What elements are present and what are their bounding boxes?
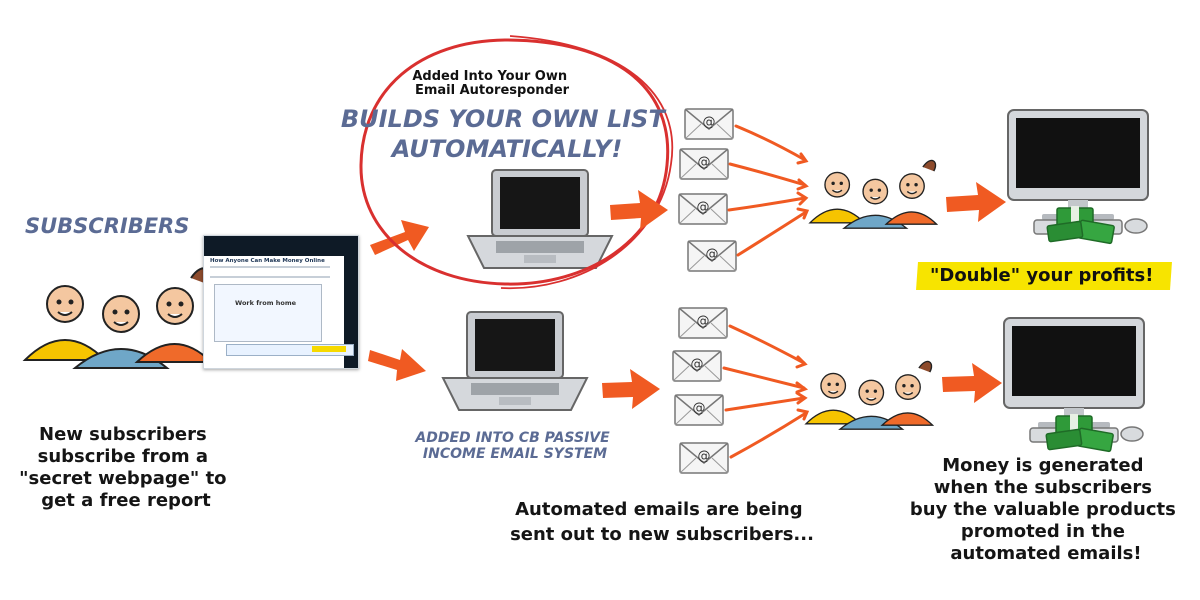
money-desc-line-3: buy the valuable products (910, 499, 1176, 520)
email-at-symbol: @ (691, 357, 704, 372)
subscribers-title: SUBSCRIBERS (25, 214, 189, 238)
emails-desc-line-1: Automated emails are being (515, 499, 802, 520)
webpage-video-preview: Work from home (214, 284, 322, 342)
money-desc-line-5: automated emails! (950, 543, 1141, 564)
emails-desc-line-2: sent out to new subscribers... (510, 524, 814, 545)
subscribers-desc-line-4: get a free report (41, 490, 211, 511)
email-envelope-top-2: @ (679, 148, 729, 180)
secret-webpage-thumbnail: How Anyone Can Make Money Online Work fr… (203, 235, 359, 369)
double-profits-text: "Double" your profits! (930, 265, 1154, 286)
autoresponder-line-1: Added Into Your Own (412, 69, 567, 84)
money-desc-line-1: Money is generated (942, 455, 1143, 476)
email-at-symbol: @ (703, 115, 716, 130)
money-desc-line-4: promoted in the (961, 521, 1125, 542)
cb-system-line-2: INCOME EMAIL SYSTEM (423, 446, 607, 462)
cb-system-line-1: ADDED INTO CB PASSIVE (414, 430, 610, 446)
subscribers-group-top-icon (808, 159, 939, 229)
autoresponder-line-2: Email Autoresponder (415, 83, 570, 98)
webpage-video-label: Work from home (235, 299, 297, 307)
email-envelope-bottom-2: @ (672, 350, 722, 382)
arrow-group-bottom-to-monitor (942, 363, 1002, 403)
subscribers-group-bottom-icon (804, 360, 935, 430)
subscribers-desc-line-2: subscribe from a (38, 446, 208, 467)
builds-list-line-2: AUTOMATICALLY! (390, 135, 623, 163)
laptop-icon-top (467, 169, 613, 269)
arrow-to-cb-system (368, 349, 426, 381)
webpage-header (204, 236, 358, 256)
subscribers-desc-line-1: New subscribers (39, 424, 207, 445)
email-envelope-bottom-1: @ (678, 307, 728, 339)
email-envelope-top-3: @ (678, 193, 728, 225)
email-envelope-top-1: @ (684, 108, 734, 140)
cb-system-label: ADDED INTO CB PASSIVE INCOME EMAIL SYSTE… (414, 430, 614, 462)
webpage-sidebar (344, 256, 358, 368)
laptop-icon-bottom (442, 311, 588, 411)
autoresponder-title: Added Into Your Own Email Autoresponder (412, 69, 571, 98)
email-envelope-top-4: @ (687, 240, 737, 272)
email-at-symbol: @ (706, 247, 719, 262)
emails-description: Automated emails are being sent out to n… (510, 499, 814, 545)
email-at-symbol: @ (698, 449, 711, 464)
email-at-symbol: @ (697, 200, 710, 215)
email-envelope-bottom-3: @ (674, 394, 724, 426)
highlight-circle (359, 38, 670, 286)
money-icon-bottom (1045, 413, 1115, 453)
email-fan-arrows-top (727, 124, 810, 257)
arrow-to-autoresponder (370, 220, 429, 255)
email-fan-arrows-bottom (722, 324, 810, 459)
webpage-headline: How Anyone Can Make Money Online (210, 258, 325, 264)
money-icon-top (1046, 205, 1116, 245)
money-desc-line-2: when the subscribers (934, 477, 1152, 498)
subscribers-desc-line-3: "secret webpage" to (19, 468, 226, 489)
arrow-laptop-bottom-to-emails (602, 369, 660, 409)
subscribers-description: New subscribers subscribe from a "secret… (19, 424, 233, 511)
email-envelope-bottom-4: @ (679, 442, 729, 474)
email-at-symbol: @ (698, 155, 711, 170)
arrow-laptop-top-to-emails (610, 190, 668, 230)
subscribers-group-icon (22, 267, 214, 369)
money-description: Money is generated when the subscribers … (910, 455, 1182, 564)
builds-list-label: BUILDS YOUR OWN LIST AUTOMATICALLY! (341, 105, 673, 163)
webpage-download-button (312, 346, 346, 352)
arrow-group-top-to-monitor (946, 182, 1006, 222)
email-at-symbol: @ (697, 314, 710, 329)
webpage-copy-lines (210, 266, 330, 278)
email-at-symbol: @ (693, 401, 706, 416)
builds-list-line-1: BUILDS YOUR OWN LIST (341, 105, 667, 133)
